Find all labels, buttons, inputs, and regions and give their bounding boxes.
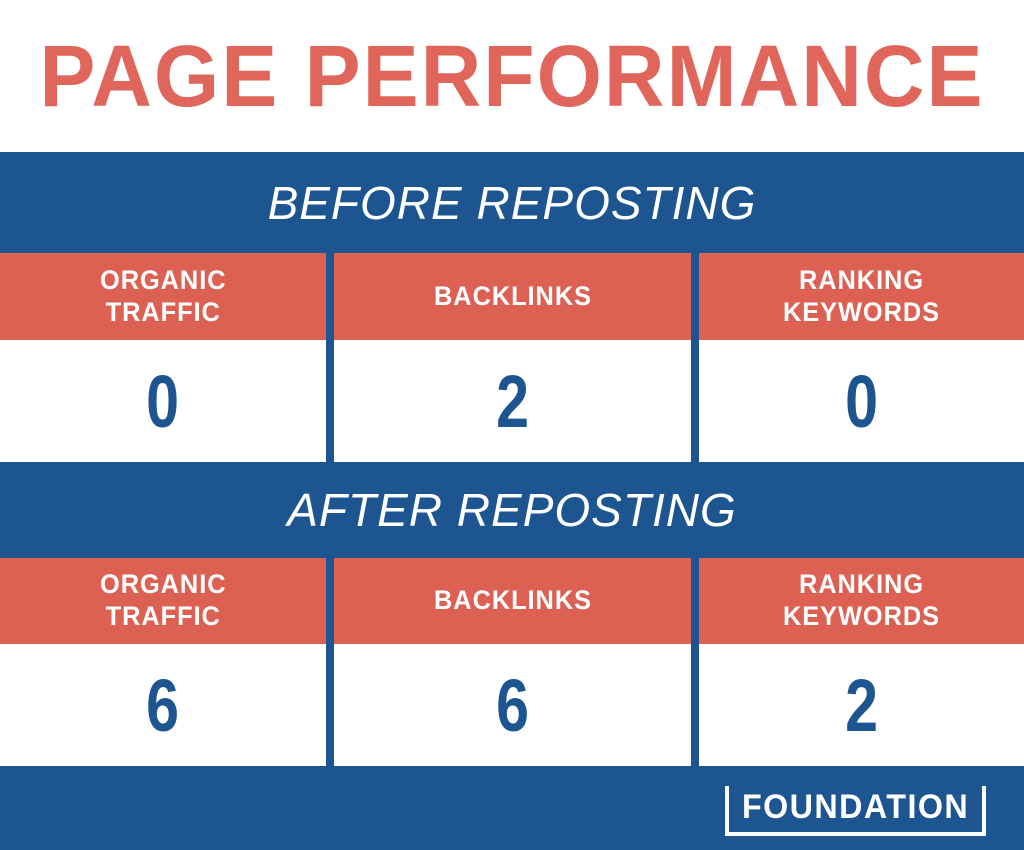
section-after-reposting: AFTER REPOSTING ORGANIC TRAFFIC BACKLINK… [0,462,1024,766]
metric-value: 6 [146,663,180,747]
column-header-label: RANKING KEYWORDS [782,569,940,631]
column-header-label: BACKLINKS [433,585,592,616]
column-header-ranking-keywords: RANKING KEYWORDS [699,253,1024,340]
banner-label: AFTER REPOSTING [287,484,737,536]
column-header-backlinks: BACKLINKS [334,558,691,644]
footer-bar: FOUNDATION [0,766,1024,850]
column-header-backlinks: BACKLINKS [334,253,691,340]
column-header-label: ORGANIC TRAFFIC [99,569,227,631]
metric-value: 0 [146,359,180,443]
metric-value-ranking-keywords-after: 2 [699,644,1024,766]
column-divider [691,253,699,462]
foundation-logo-text: FOUNDATION [741,788,970,826]
title-bar: PAGE PERFORMANCE [0,0,1024,152]
column-header-organic-traffic: ORGANIC TRAFFIC [0,253,326,340]
metric-value: 2 [496,359,529,443]
metric-value: 2 [845,663,878,747]
metrics-grid-after: ORGANIC TRAFFIC BACKLINKS RANKING KEYWOR… [0,558,1024,766]
metric-value-organic-traffic-before: 0 [0,340,326,462]
banner-before-reposting: BEFORE REPOSTING [0,152,1024,253]
foundation-logo: FOUNDATION [724,786,986,836]
column-header-ranking-keywords: RANKING KEYWORDS [699,558,1024,644]
column-header-label: RANKING KEYWORDS [782,264,940,327]
column-header-label: BACKLINKS [433,280,592,311]
page-title: PAGE PERFORMANCE [39,26,985,125]
section-before-reposting: BEFORE REPOSTING ORGANIC TRAFFIC BACKLIN… [0,152,1024,462]
column-header-organic-traffic: ORGANIC TRAFFIC [0,558,326,644]
metric-value-ranking-keywords-before: 0 [699,340,1024,462]
metric-value-organic-traffic-after: 6 [0,644,326,766]
column-divider [691,558,699,766]
banner-after-reposting: AFTER REPOSTING [0,462,1024,558]
metric-value: 6 [496,663,529,747]
column-divider [326,253,334,462]
column-divider [326,558,334,766]
column-header-label: ORGANIC TRAFFIC [99,264,227,327]
metric-value-backlinks-before: 2 [334,340,691,462]
metrics-grid-before: ORGANIC TRAFFIC BACKLINKS RANKING KEYWOR… [0,253,1024,462]
banner-label: BEFORE REPOSTING [267,176,757,229]
metric-value-backlinks-after: 6 [334,644,691,766]
metric-value: 0 [845,359,878,443]
